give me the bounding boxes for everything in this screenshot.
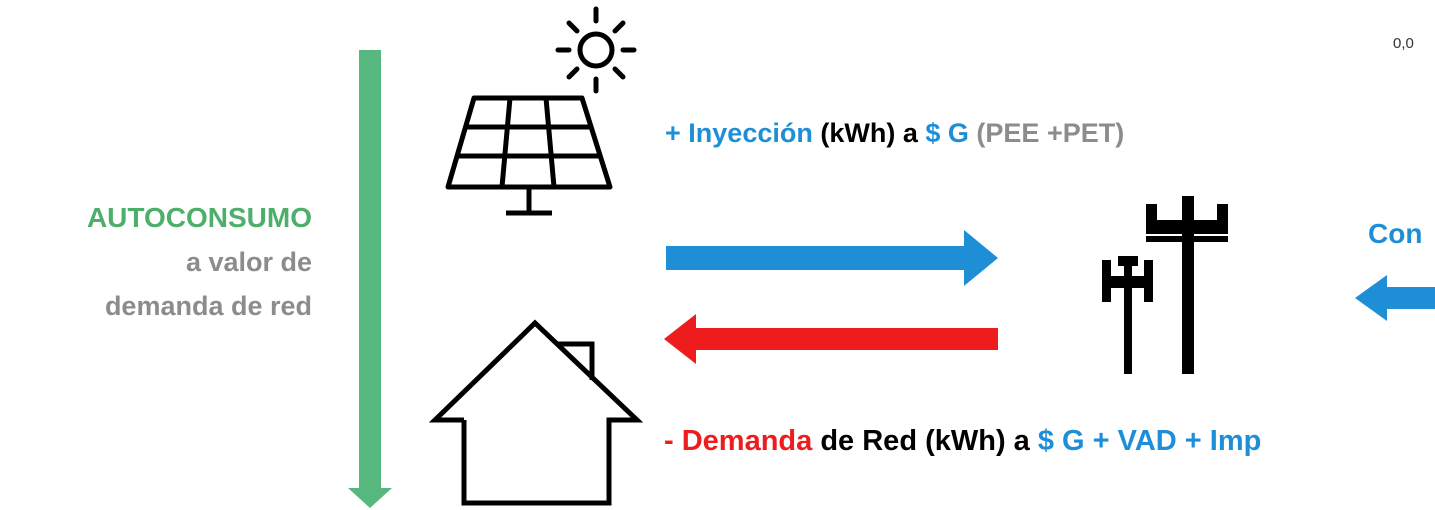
corner-value: 0,0 [1393, 35, 1414, 52]
house-icon [428, 319, 644, 506]
injection-price: $ G [925, 118, 969, 148]
power-pole-icon [1102, 196, 1228, 374]
injection-word: Inyección [688, 118, 813, 148]
right-label-partial: Con [1368, 218, 1423, 249]
injection-label: + Inyección (kWh) a $ G (PEE +PET) [665, 118, 1124, 149]
demand-label: - Demanda de Red (kWh) a $ G + VAD + Imp [664, 425, 1261, 458]
demand-price: $ G + VAD + Imp [1037, 425, 1262, 457]
autoconsumo-arrow [348, 50, 392, 508]
right-arrow-partial [1355, 275, 1435, 321]
demand-arrow [664, 314, 998, 364]
autoconsumo-label: AUTOCONSUMO a valor de demanda de red [0, 196, 312, 328]
injection-note: (PEE +PET) [976, 118, 1125, 148]
demand-sign: - [664, 425, 674, 457]
injection-arrow [666, 230, 998, 286]
demand-word: Demanda [681, 425, 813, 457]
autoconsumo-line2: a valor de [185, 247, 312, 277]
sun-icon [555, 6, 637, 94]
solar-panel-icon [445, 95, 613, 216]
autoconsumo-line3: demanda de red [104, 291, 312, 321]
autoconsumo-title: AUTOCONSUMO [86, 202, 312, 233]
injection-sign: + [665, 118, 681, 148]
injection-unit: (kWh) a [820, 118, 918, 148]
demand-rest: de Red (kWh) a [820, 425, 1030, 457]
